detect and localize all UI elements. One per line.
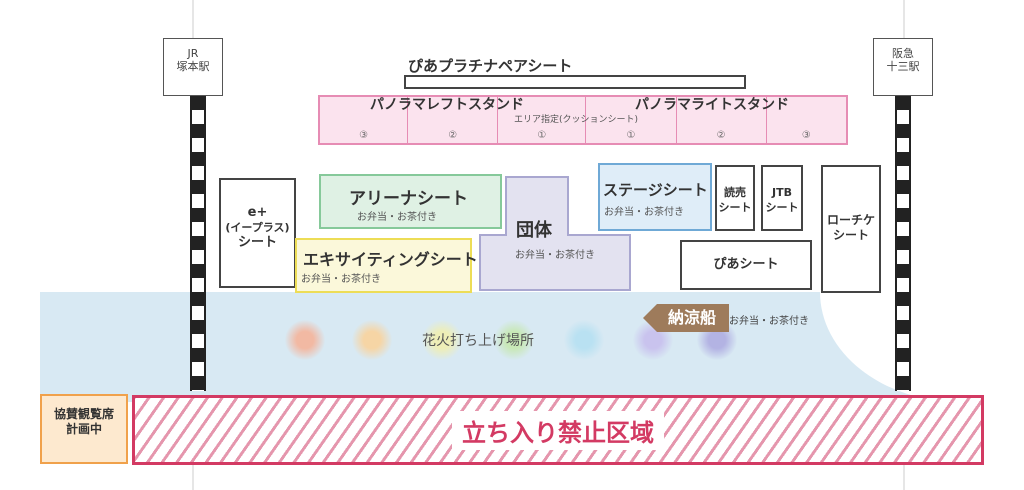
stage-seat-note: お弁当・お茶付き — [604, 207, 684, 218]
noryo-boat-note: お弁当・お茶付き — [729, 316, 809, 327]
yomiuri-seat-area[interactable]: 読売 シート — [715, 165, 755, 231]
no-entry-zone: 立ち入り禁止区域 — [132, 395, 984, 465]
pair-seat-title: ぴあプラチナペアシート — [408, 57, 573, 75]
section-number: ① — [626, 130, 636, 141]
group-seat-area[interactable]: お弁当・お茶付き — [479, 234, 631, 291]
eplus-label-line3: シート — [237, 235, 277, 250]
station-left-name: 塚本駅 — [176, 60, 210, 73]
pia-seat-area[interactable]: ぴあシート — [680, 240, 812, 290]
arena-seat-note: お弁当・お茶付き — [357, 212, 437, 223]
section-number: ② — [448, 130, 458, 141]
firework-blob — [422, 320, 462, 360]
panorama-subtitle: エリア指定(クッションシート) — [514, 115, 639, 125]
lawson-label-line2: シート — [832, 228, 869, 242]
group-seat-area-upper[interactable] — [505, 176, 569, 236]
stage-seat-title: ステージシート — [603, 181, 708, 199]
lawson-label-line1: ローチケ — [826, 213, 875, 227]
yomiuri-label-line2: シート — [718, 201, 752, 214]
eplus-label-line2: (イープラス) — [225, 221, 290, 234]
station-right-line1: 阪急 — [892, 47, 914, 60]
eplus-label-line1: e+ — [247, 205, 268, 220]
pair-seat-area[interactable] — [404, 75, 746, 89]
panorama-left-section-2[interactable]: ② — [408, 97, 499, 143]
section-number: ② — [716, 130, 726, 141]
exciting-seat-title: エキサイティングシート — [303, 250, 478, 269]
panorama-left-section-3[interactable]: ③ — [320, 97, 409, 143]
exciting-seat-note: お弁当・お茶付き — [301, 274, 381, 285]
sponsor-seat-line2: 計画中 — [65, 422, 102, 436]
fireworks-launch-label: 花火打ち上げ場所 — [422, 333, 534, 349]
railway-track-right — [895, 96, 911, 391]
station-right-name: 十三駅 — [886, 60, 920, 73]
firework-blob — [494, 320, 534, 360]
arena-seat-area[interactable]: アリーナシート お弁当・お茶付き — [319, 174, 502, 229]
noryo-boat-title: 納涼船 — [667, 308, 716, 327]
panorama-right-section-2[interactable]: ② — [677, 97, 767, 143]
sponsor-seat-area[interactable]: 協賛観覧席 計画中 — [40, 394, 128, 464]
station-left: JR 塚本駅 — [163, 38, 223, 96]
jtb-label-line1: JTB — [772, 186, 792, 199]
arena-seat-title: アリーナシート — [349, 189, 468, 209]
section-number: ① — [537, 130, 547, 141]
group-seat-fill-patch — [507, 232, 567, 238]
panorama-stand-area[interactable]: ③ ② ① ① ② ③ — [318, 95, 848, 145]
panorama-right-title: パノラマライトスタンド — [635, 97, 789, 113]
stage-seat-area[interactable]: ステージシート お弁当・お茶付き — [598, 163, 712, 231]
lawson-ticket-seat-area[interactable]: ローチケ シート — [821, 165, 881, 293]
group-seat-title: 団体 — [516, 220, 552, 241]
station-right: 阪急 十三駅 — [873, 38, 933, 96]
firework-blob — [352, 320, 392, 360]
panorama-left-title: パノラマレフトスタンド — [370, 97, 524, 113]
yomiuri-label-line1: 読売 — [724, 186, 746, 199]
jtb-label-line2: シート — [765, 201, 799, 214]
sponsor-seat-line1: 協賛観覧席 — [53, 407, 114, 421]
panorama-left-section-1[interactable]: ① — [498, 97, 587, 143]
station-left-line1: JR — [187, 47, 199, 60]
jtb-seat-area[interactable]: JTB シート — [761, 165, 803, 231]
section-number: ③ — [801, 130, 811, 141]
panorama-right-section-3[interactable]: ③ — [767, 97, 846, 143]
noryo-boat-area[interactable]: 納涼船 — [643, 304, 729, 332]
firework-blob — [564, 320, 604, 360]
railway-track-left — [190, 96, 206, 391]
no-entry-zone-label: 立ち入り禁止区域 — [452, 410, 664, 450]
pia-seat-title: ぴあシート — [713, 257, 779, 272]
eplus-seat-area[interactable]: e+ (イープラス) シート — [219, 178, 296, 288]
firework-blob — [285, 320, 325, 360]
group-seat-note: お弁当・お茶付き — [515, 250, 595, 261]
panorama-right-section-1[interactable]: ① — [586, 97, 677, 143]
exciting-seat-area[interactable]: エキサイティングシート お弁当・お茶付き — [295, 238, 478, 293]
section-number: ③ — [359, 130, 369, 141]
